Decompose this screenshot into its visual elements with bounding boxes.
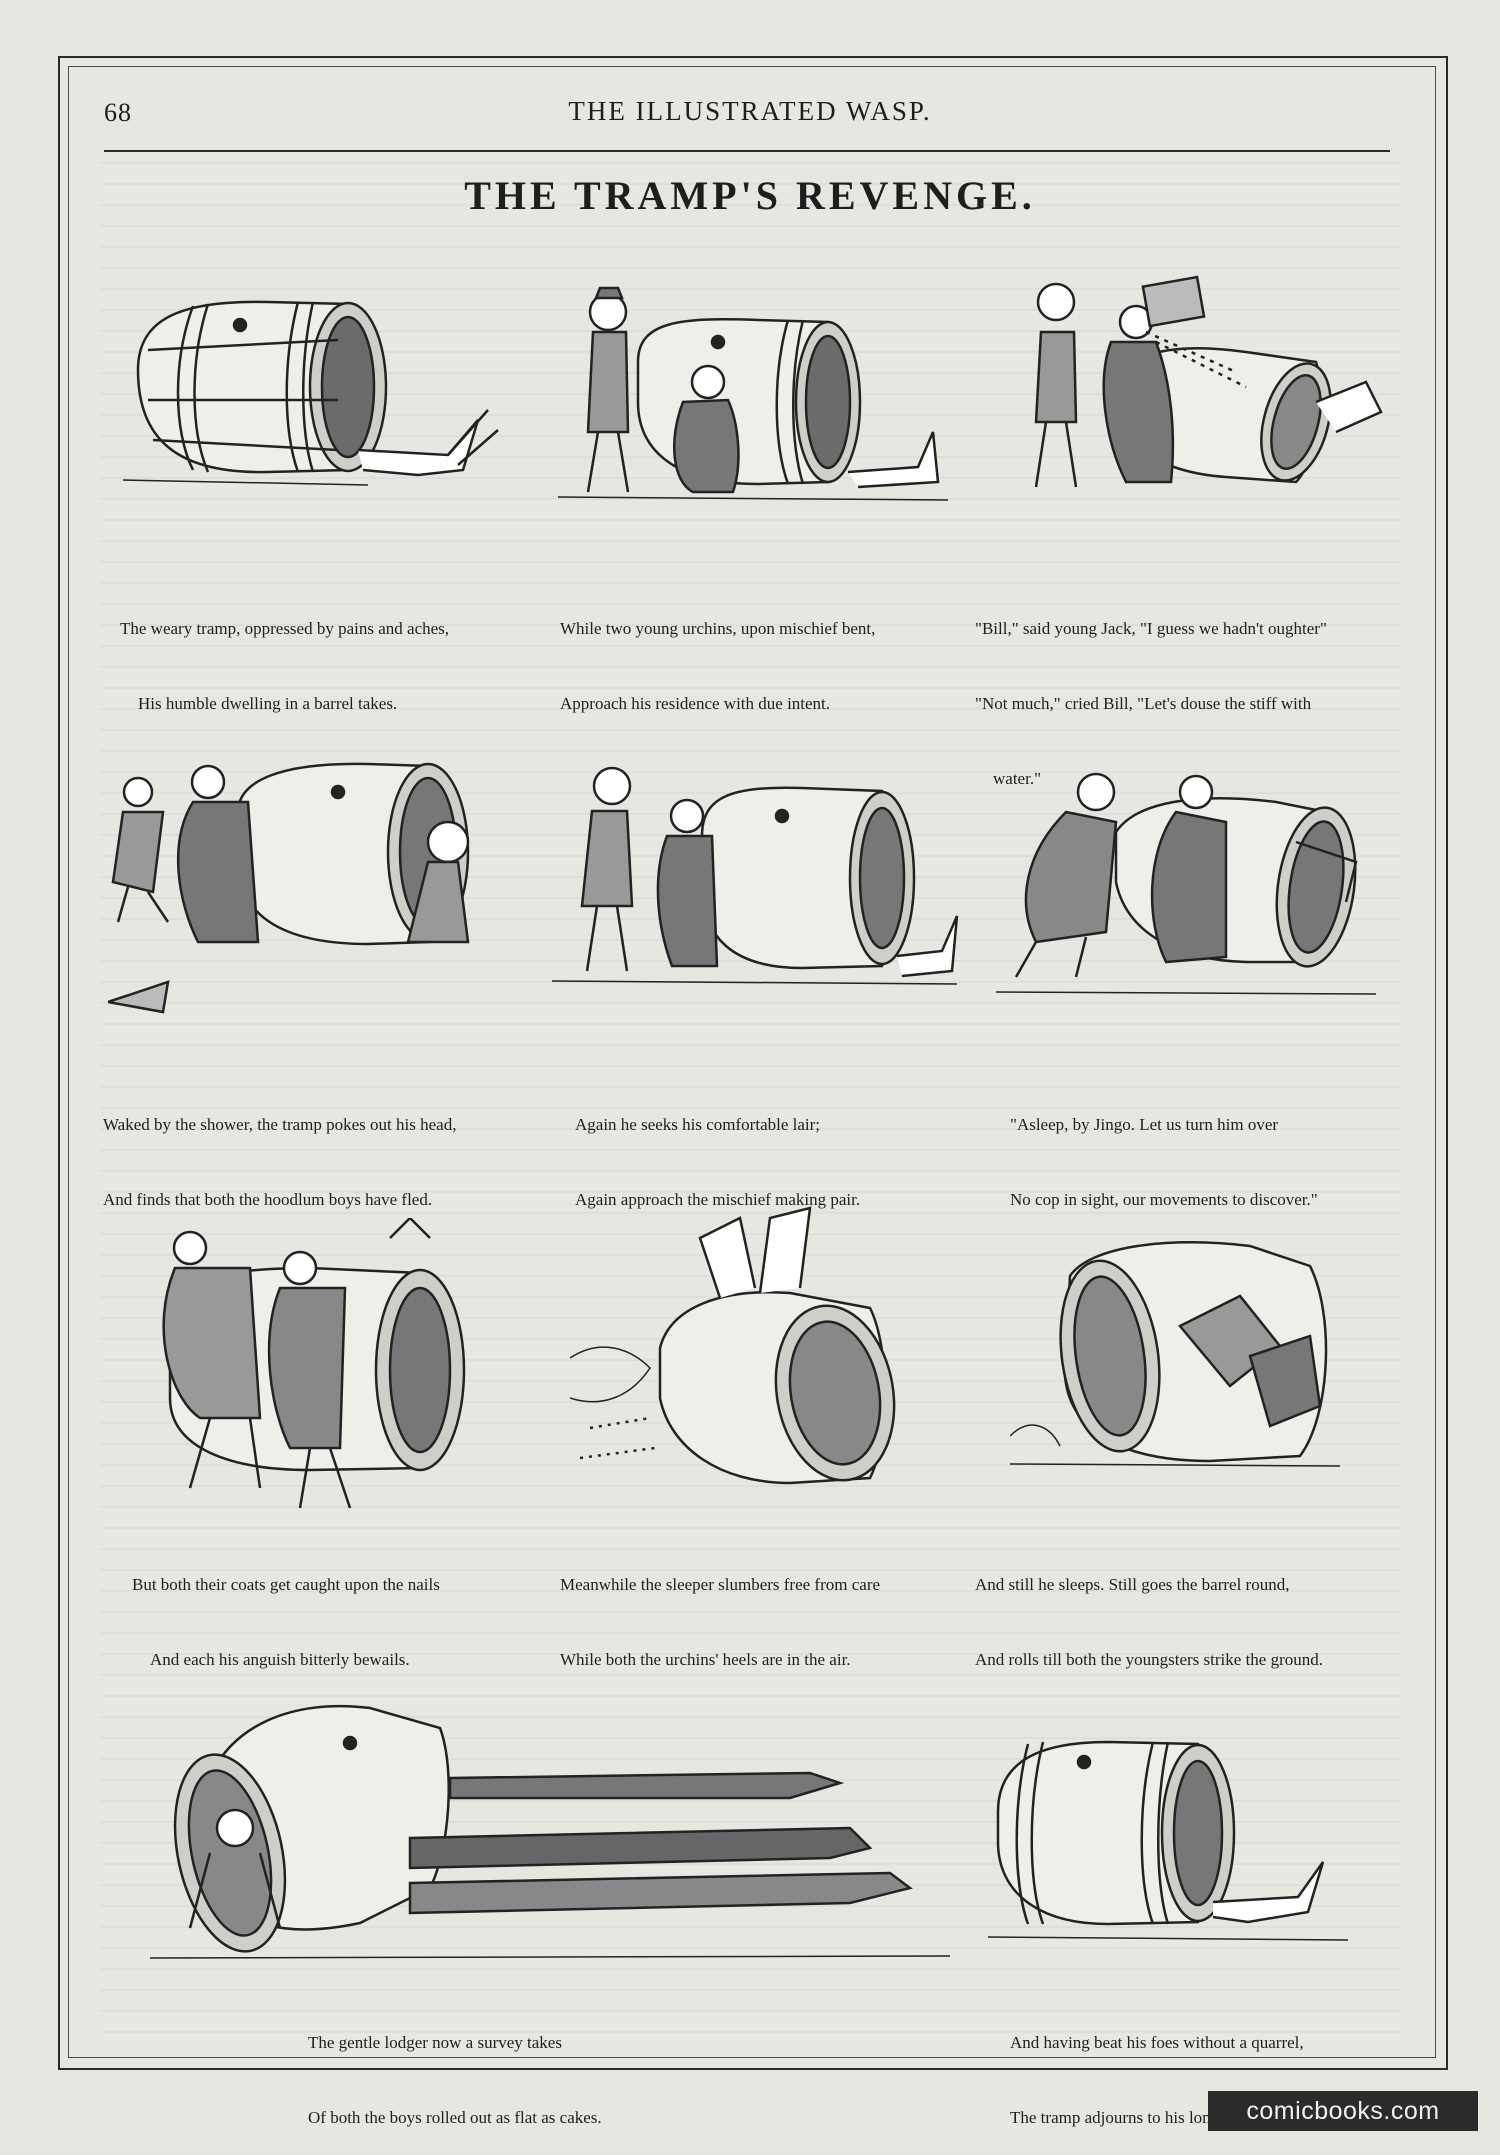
caption-line: And still he sleeps. Still goes the barr…	[975, 1575, 1290, 1594]
caption-line: water."	[993, 769, 1042, 788]
panel-5-illustration	[552, 756, 962, 1006]
caption-line: "Bill," said young Jack, "I guess we had…	[975, 619, 1327, 638]
page-border-outer	[58, 56, 1448, 2070]
caption-line: "Not much," cried Bill, "Let's douse the…	[975, 694, 1312, 713]
panel-2-illustration	[558, 282, 958, 512]
panel-6-caption: "Asleep, by Jingo. Let us turn him over …	[1010, 1062, 1318, 1237]
caption-line: Waked by the shower, the tramp pokes out…	[103, 1115, 457, 1134]
caption-line: The weary tramp, oppressed by pains and …	[120, 619, 450, 638]
barrel-drawing	[996, 772, 1377, 995]
panel-2-caption: While two young urchins, upon mischief b…	[560, 566, 875, 741]
caption-line: His humble dwelling in a barrel takes.	[138, 694, 398, 713]
page-title: THE TRAMP'S REVENGE.	[464, 173, 1036, 218]
caption-line: Meanwhile the sleeper slumbers free from…	[560, 1575, 881, 1594]
caption-line: And finds that both the hoodlum boys hav…	[103, 1190, 433, 1209]
caption-line: Approach his residence with due intent.	[560, 694, 831, 713]
barrel-drawing	[552, 766, 959, 985]
caption-line: And rolls till both the youngsters strik…	[975, 1650, 1323, 1669]
barrel-drawing	[558, 286, 949, 501]
panel-8-illustration	[570, 1198, 940, 1518]
panel-7-illustration	[150, 1218, 490, 1518]
panel-4-illustration	[108, 752, 528, 1022]
barrel-drawing	[570, 1206, 896, 1485]
panel-10-illustration	[150, 1688, 970, 1978]
panel-8-caption: Meanwhile the sleeper slumbers free from…	[560, 1522, 880, 1697]
caption-line: Of both the boys rolled out as flat as c…	[308, 2108, 602, 2127]
caption-line: And each his anguish bitterly bewails.	[150, 1650, 410, 1669]
panel-3-caption: "Bill," said young Jack, "I guess we had…	[975, 566, 1327, 816]
panel-3-illustration	[996, 272, 1386, 502]
panel-9-caption: And still he sleeps. Still goes the barr…	[975, 1522, 1323, 1697]
panel-5-caption: Again he seeks his comfortable lair; Aga…	[575, 1062, 860, 1237]
caption-line: While two young urchins, upon mischief b…	[560, 619, 876, 638]
panel-11-illustration	[988, 1712, 1368, 1952]
caption-line: No cop in sight, our movements to discov…	[1010, 1190, 1318, 1209]
panel-10-caption: The gentle lodger now a survey takes Of …	[308, 1980, 602, 2155]
watermark-logo: comicbooks.com	[1208, 2091, 1478, 2131]
caption-line: Again he seeks his comfortable lair;	[575, 1115, 821, 1134]
page-number: 68	[104, 98, 132, 127]
barrel-drawing	[162, 1218, 466, 1509]
page-border-inner	[68, 66, 1436, 2058]
panel-9-illustration	[1010, 1236, 1350, 1476]
panel-1-caption: The weary tramp, oppressed by pains and …	[120, 566, 449, 741]
barrel-drawing	[122, 300, 499, 486]
panel-7-caption: But both their coats get caught upon the…	[132, 1522, 440, 1697]
header-rule	[104, 150, 1390, 152]
caption-line: "Asleep, by Jingo. Let us turn him over	[1010, 1115, 1279, 1134]
caption-line: The gentle lodger now a survey takes	[308, 2033, 562, 2052]
barrel-drawing	[988, 1740, 1349, 1941]
barrel-drawing	[1010, 1241, 1341, 1467]
panel-4-caption: Waked by the shower, the tramp pokes out…	[103, 1062, 456, 1237]
panel-6-illustration	[996, 762, 1386, 1002]
panel-1-illustration	[118, 280, 518, 500]
caption-line: And having beat his foes without a quarr…	[1010, 2033, 1304, 2052]
caption-line: But both their coats get caught upon the…	[132, 1575, 440, 1594]
barrel-drawing	[1034, 275, 1383, 488]
caption-line: Again approach the mischief making pair.	[575, 1190, 861, 1209]
barrel-drawing	[108, 762, 470, 1014]
barrel-drawing	[150, 1704, 951, 1959]
caption-line: While both the urchins' heels are in the…	[560, 1650, 851, 1669]
running-head: THE ILLUSTRATED WASP.	[568, 96, 932, 126]
